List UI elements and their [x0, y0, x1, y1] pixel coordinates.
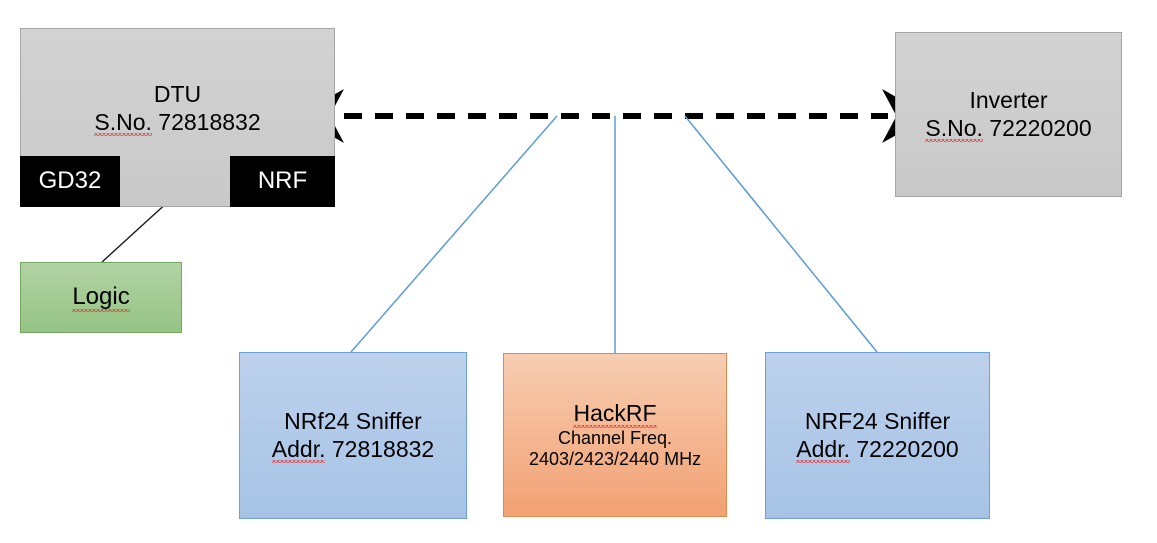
- sniffer-left-title-text: NRf24 Sniffer: [284, 408, 422, 435]
- node-hackrf[interactable]: HackRF Channel Freq. 2403/2423/2440 MHz: [503, 353, 727, 517]
- inverter-serial-label: S.No.: [925, 114, 983, 141]
- sniffer-left-addr-value: 72818832: [331, 435, 435, 462]
- connector-tap-sniffer-left: [350, 115, 558, 353]
- node-inverter[interactable]: Inverter S.No. 72220200: [895, 32, 1122, 197]
- dtu-serial-label: S.No.: [94, 108, 152, 135]
- inverter-serial: S.No. 72220200: [925, 114, 1092, 142]
- dtu-serial: S.No. 72818832: [94, 108, 261, 136]
- inverter-serial-value: 72220200: [989, 114, 1092, 141]
- node-sniffer-right[interactable]: NRF24 Sniffer Addr. 72220200: [765, 352, 990, 519]
- sniffer-right-addr-value: 72220200: [856, 435, 959, 462]
- hackrf-title: HackRF: [573, 399, 657, 428]
- node-sniffer-left[interactable]: NRf24 Sniffer Addr. 72818832: [239, 352, 467, 519]
- sniffer-right-title-text: NRF24 Sniffer: [804, 408, 951, 435]
- sniffer-left-addr-label: Addr.: [271, 435, 326, 462]
- sniffer-left-title: NRf24 Sniffer: [284, 408, 422, 435]
- hackrf-sub-channel: Channel Freq.: [557, 427, 673, 448]
- node-logic-analyzer[interactable]: Logic: [20, 262, 182, 333]
- sniffer-right-addr: Addr. 72220200: [796, 435, 959, 463]
- dtu-serial-value: 72818832: [158, 108, 261, 135]
- gd32-label: GD32: [38, 167, 102, 195]
- nrf-label: NRF: [257, 167, 308, 195]
- sniffer-right-title: NRF24 Sniffer: [805, 408, 950, 435]
- logic-label: Logic: [72, 282, 130, 312]
- sniffer-right-addr-label: Addr.: [796, 435, 850, 462]
- inverter-title: Inverter: [969, 87, 1048, 114]
- connector-tap-sniffer-right: [684, 115, 878, 353]
- node-nrf[interactable]: NRF: [230, 156, 335, 207]
- sniffer-left-addr: Addr. 72818832: [271, 435, 435, 463]
- hackrf-sub-frequencies: 2403/2423/2440 MHz: [528, 449, 702, 470]
- node-gd32[interactable]: GD32: [20, 156, 120, 207]
- dtu-title: DTU: [153, 81, 202, 108]
